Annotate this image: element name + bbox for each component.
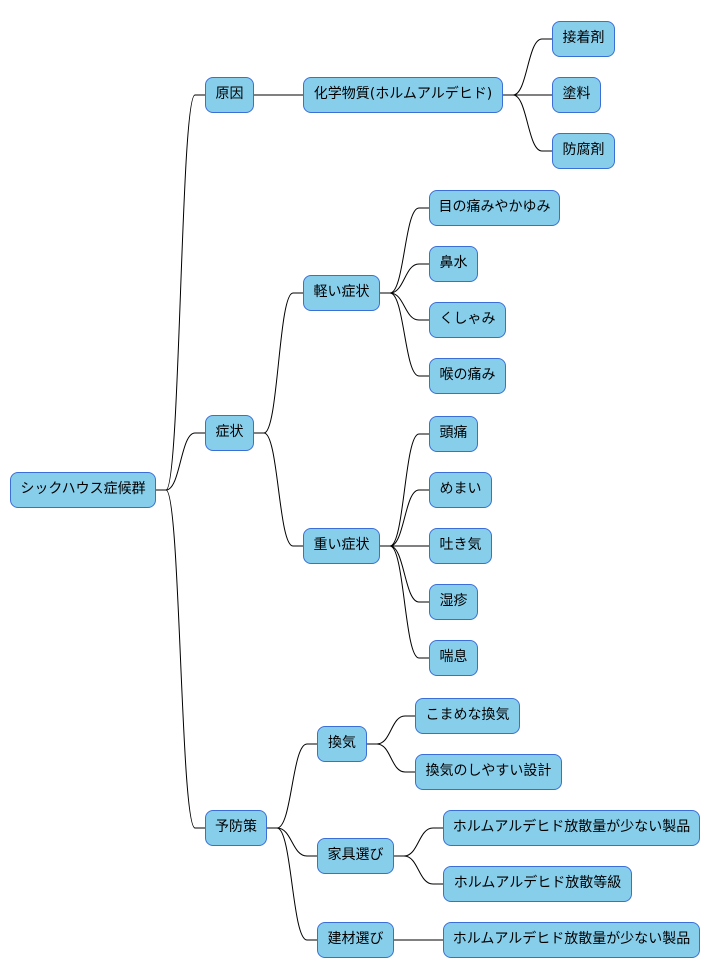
node-material-low-emission-product[interactable]: ホルムアルデヒド放散量が少ない製品 bbox=[443, 922, 700, 958]
edge-2-to-2-0 bbox=[267, 743, 317, 829]
edge-1-1-to-1-1-3 bbox=[380, 545, 429, 603]
node-headache[interactable]: 頭痛 bbox=[429, 416, 478, 452]
node-sore-throat[interactable]: 喉の痛み bbox=[429, 358, 506, 394]
node-building-material-choice[interactable]: 建材選び bbox=[317, 922, 394, 958]
edge-2-0-to-2-0-1 bbox=[367, 743, 415, 773]
edge-1-0-to-1-0-3 bbox=[380, 292, 429, 377]
node-eye-pain-itch[interactable]: 目の痛みやかゆみ bbox=[429, 190, 560, 226]
node-cause[interactable]: 原因 bbox=[205, 77, 254, 113]
edge-2-to-2-1 bbox=[267, 827, 317, 857]
node-ventilation[interactable]: 換気 bbox=[317, 726, 367, 762]
node-severe-symptoms[interactable]: 重い症状 bbox=[303, 528, 380, 564]
node-chemical-substance[interactable]: 化学物質(ホルムアルデヒド) bbox=[303, 77, 503, 113]
node-sneeze[interactable]: くしゃみ bbox=[429, 302, 506, 338]
node-frequent-ventilation[interactable]: こまめな換気 bbox=[415, 698, 520, 734]
edge-0-0-to-0-0-0 bbox=[503, 38, 552, 96]
node-nausea[interactable]: 吐き気 bbox=[429, 528, 492, 564]
edge-1-0-to-1-0-0 bbox=[380, 207, 429, 294]
edge-2-1-to-2-1-1 bbox=[394, 855, 443, 885]
node-easy-ventilation-design[interactable]: 換気のしやすい設計 bbox=[415, 754, 562, 790]
edge-2-0-to-2-0-0 bbox=[367, 715, 415, 745]
edge-1-1-to-1-1-0 bbox=[380, 433, 429, 547]
edge-root-to-1 bbox=[156, 432, 205, 491]
node-preservative[interactable]: 防腐剤 bbox=[552, 133, 615, 169]
edge-1-to-1-1 bbox=[254, 432, 303, 547]
node-paint[interactable]: 塗料 bbox=[552, 77, 601, 113]
node-adhesive[interactable]: 接着剤 bbox=[552, 21, 615, 57]
node-eczema[interactable]: 湿疹 bbox=[429, 584, 478, 620]
node-furniture-choice[interactable]: 家具選び bbox=[317, 838, 394, 874]
edge-root-to-2 bbox=[156, 489, 205, 829]
edge-root-to-0 bbox=[156, 94, 205, 491]
node-asthma[interactable]: 喘息 bbox=[429, 640, 478, 676]
edge-1-to-1-0 bbox=[254, 292, 303, 434]
node-emission-grade[interactable]: ホルムアルデヒド放散等級 bbox=[443, 866, 632, 902]
node-prevention[interactable]: 予防策 bbox=[205, 810, 267, 846]
node-furniture-low-emission-product[interactable]: ホルムアルデヒド放散量が少ない製品 bbox=[443, 810, 700, 846]
edge-2-1-to-2-1-0 bbox=[394, 827, 443, 857]
edge-2-to-2-2 bbox=[267, 827, 317, 941]
node-dizziness[interactable]: めまい bbox=[429, 472, 492, 508]
edge-1-0-to-1-0-1 bbox=[380, 263, 429, 294]
edge-1-0-to-1-0-2 bbox=[380, 292, 429, 321]
edge-1-1-to-1-1-1 bbox=[380, 489, 429, 547]
node-root[interactable]: シックハウス症候群 bbox=[10, 472, 156, 508]
node-symptoms[interactable]: 症状 bbox=[205, 415, 254, 451]
node-runny-nose[interactable]: 鼻水 bbox=[429, 246, 478, 282]
edge-1-1-to-1-1-4 bbox=[380, 545, 429, 659]
node-mild-symptoms[interactable]: 軽い症状 bbox=[303, 275, 380, 311]
edge-0-0-to-0-0-2 bbox=[503, 94, 552, 152]
